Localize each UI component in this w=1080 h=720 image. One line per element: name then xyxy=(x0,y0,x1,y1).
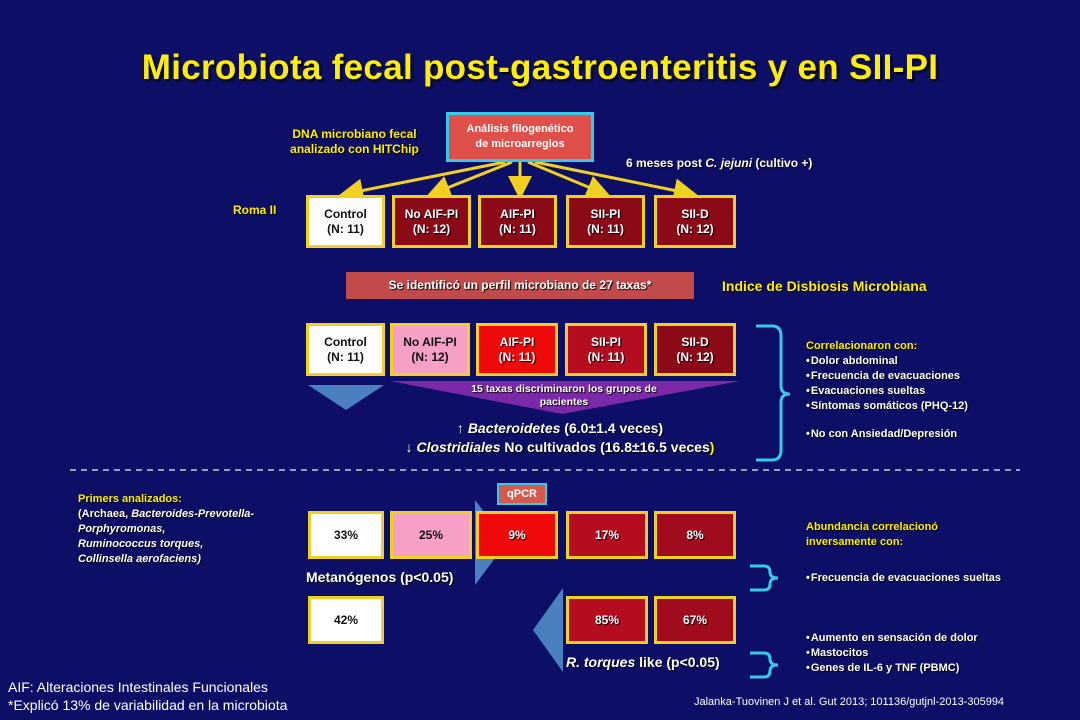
brackets xyxy=(750,324,791,679)
rtorques-sii-pi: 85% xyxy=(566,596,648,644)
method-note: DNA microbiano fecal analizado con HITCh… xyxy=(290,127,419,156)
footnotes: AIF: Alteraciones Intestinales Funcional… xyxy=(8,678,287,714)
group-mid-sii-pi: SII-PI(N: 11) xyxy=(565,323,647,376)
citation: Jalanka-Tuovinen J et al. Gut 2013; 1011… xyxy=(694,696,1005,708)
methanogen-sii-d: 8% xyxy=(654,511,736,559)
group-mid-sii-d: SII-D(N: 12) xyxy=(654,323,736,376)
footnote-aif: AIF: Alteraciones Intestinales Funcional… xyxy=(8,679,268,695)
group-top-sii-d: SII-D(N: 12) xyxy=(654,195,736,248)
abundance-block: Abundancia correlacionó inversamente con… xyxy=(806,520,1066,586)
group-mid-aif-pi: AIF-PI(N: 11) xyxy=(476,323,558,376)
group-mid-control: Control(N: 11) xyxy=(306,323,385,376)
methanogen-control: 33% xyxy=(308,511,384,559)
slide-title: Microbiota fecal post-gastroenteritis y … xyxy=(141,48,939,87)
methanogen-no-aif-pi: 25% xyxy=(390,511,472,559)
methanogen-sii-pi: 17% xyxy=(566,511,648,559)
group-mid-no-aif-pi: No AIF-PI(N: 12) xyxy=(390,323,470,376)
discrimination-triangle xyxy=(390,381,740,414)
group-top-sii-pi: SII-PI(N: 11) xyxy=(566,195,645,248)
finding-bacteroidetes: ↑ Bacteroidetes (6.0±1.4 veces) xyxy=(456,420,664,436)
control-triangle xyxy=(308,385,384,410)
group-top-no-aif-pi: No AIF-PI(N: 12) xyxy=(392,195,471,248)
primers-block: Primers analizados: (Archaea, Bacteroide… xyxy=(78,493,255,565)
group-top-control: Control(N: 11) xyxy=(306,195,385,248)
rtorques-label: R. torques like (p<0.05) xyxy=(566,654,720,670)
rtorques-control: 42% xyxy=(308,596,384,644)
criteria-label: Roma II xyxy=(233,203,277,217)
profile-banner: Se identificó un perfil microbiano de 27… xyxy=(346,272,694,299)
rtorques-correlations: Aumento en sensación de dolor Mastocitos… xyxy=(806,631,1066,676)
group-top-aif-pi: AIF-PI(N: 11) xyxy=(478,195,557,248)
dysbiosis-index-label: Indice de Disbiosis Microbiana xyxy=(722,278,927,294)
rtorques-triangle xyxy=(533,588,563,672)
analysis-box: Análisis filogenético de microarreglos xyxy=(446,112,594,162)
methanogen-aif-pi: 9% xyxy=(476,511,558,559)
qpcr-label: qPCR xyxy=(497,483,547,505)
footnote-variability: *Explicó 13% de variabilidad en la micro… xyxy=(8,697,288,713)
correlations-block: Correlacionaron con: Dolor abdominal Fre… xyxy=(806,339,1066,442)
rtorques-sii-d: 67% xyxy=(654,596,736,644)
fan-arrows xyxy=(339,160,698,203)
findings: ↑ Bacteroidetes (6.0±1.4 veces) ↓ Clostr… xyxy=(340,419,780,457)
methanogens-label: Metanógenos (p<0.05) xyxy=(306,569,454,585)
finding-clostridiales: ↓ Clostridiales No cultivados (16.8±16.5… xyxy=(405,439,715,455)
discrimination-text: 15 taxas discriminaron los grupos de pac… xyxy=(471,383,657,408)
followup-note: 6 meses post C. jejuni (cultivo +) xyxy=(626,156,813,170)
